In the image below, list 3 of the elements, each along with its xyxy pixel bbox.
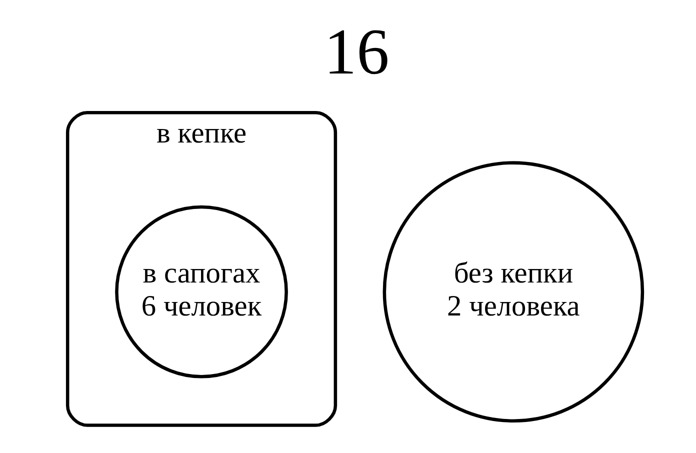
node-circle: в сапогах 6 человек [114, 205, 288, 378]
node-circle: без кепки 2 человека [382, 161, 644, 422]
label: 16 [324, 16, 389, 88]
